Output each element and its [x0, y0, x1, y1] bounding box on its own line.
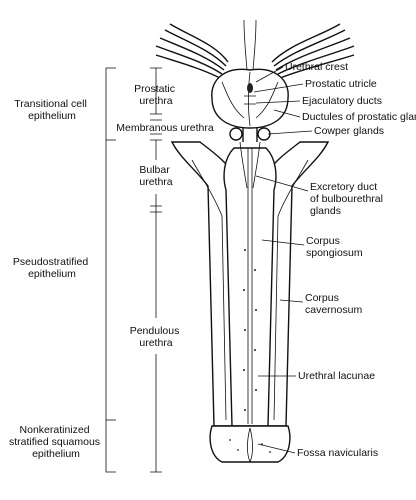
label-prostatic-urethra: Prostatic urethra — [134, 83, 178, 107]
membranous-segment — [229, 127, 271, 142]
urethral-lacunae-dots — [229, 249, 271, 453]
bladder-neck-fibers — [155, 19, 355, 81]
right-leaders — [253, 66, 313, 454]
label-bulbar-urethra: Bulbar urethra — [139, 164, 172, 188]
label-corpus-spongiosum: Corpus spongiosum — [306, 235, 363, 259]
label-urethral-crest: Urethral crest — [285, 61, 348, 73]
prostate — [211, 68, 289, 129]
label-ejaculatory-ducts: Ejaculatory ducts — [302, 95, 382, 107]
label-pendulous-urethra: Pendulous urethra — [130, 325, 183, 349]
label-pseudostratified-epithelium: Pseudostratified epithelium — [13, 256, 91, 280]
anatomy-drawing — [155, 19, 355, 463]
label-prostatic-utricle: Prostatic utricle — [305, 78, 377, 90]
label-cowper-glands: Cowper glands — [314, 125, 384, 137]
label-nonkeratinized-epithelium: Nonkeratinized stratified squamous epith… — [9, 424, 103, 460]
label-membranous-urethra: Membranous urethra — [116, 122, 214, 134]
left-labels: Transitional cell epithelium Pseudostrat… — [9, 83, 214, 460]
penile-body — [170, 141, 330, 463]
label-ductules-prostatic-gland: Ductules of prostatic gland — [302, 111, 416, 123]
left-brackets — [105, 67, 162, 473]
label-fossa-navicularis: Fossa navicularis — [297, 447, 378, 459]
right-labels: Urethral crest Prostatic utricle Ejacula… — [285, 61, 416, 459]
label-urethral-lacunae: Urethral lacunae — [298, 370, 375, 382]
label-transitional-epithelium: Transitional cell epithelium — [14, 98, 89, 122]
label-corpus-cavernosum: Corpus cavernosum — [305, 292, 362, 316]
label-excretory-duct: Excretory duct of bulbourethral glands — [310, 181, 386, 217]
